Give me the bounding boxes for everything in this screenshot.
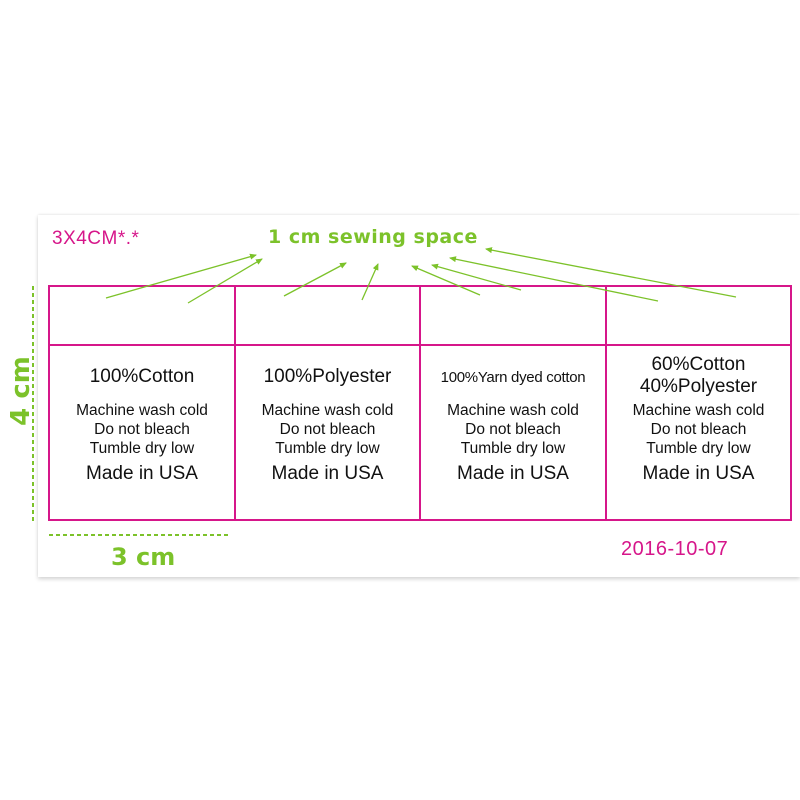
label-card: 100%Yarn dyed cotton Machine wash cold D… (420, 368, 606, 485)
care-instruction: Tumble dry low (460, 440, 566, 457)
care-instruction: Tumble dry low (275, 440, 380, 457)
date-stamp: 2016-10-07 (621, 538, 729, 560)
size-tag: 3X4CM*.* (52, 228, 140, 249)
care-instruction: Machine wash cold (261, 402, 394, 419)
label-card: 100%Cotton Machine wash cold Do not blea… (49, 366, 235, 485)
sewing-arrow (449, 256, 659, 302)
width-dimension-label: 3 cm (111, 543, 176, 571)
sewing-space-arrows (105, 247, 737, 304)
label-card: 100%Polyester Machine wash cold Do not b… (235, 366, 420, 485)
origin-text: Made in USA (642, 463, 755, 484)
sewing-arrow (105, 253, 257, 299)
sewing-arrow (411, 265, 481, 296)
material-text: 100%Cotton (89, 366, 195, 387)
sewing-arrow (283, 262, 347, 297)
care-instruction: Machine wash cold (447, 402, 579, 419)
sewing-arrow (187, 258, 263, 304)
care-instruction: Do not bleach (279, 421, 376, 438)
care-instruction: Do not bleach (94, 421, 190, 438)
material-text: 40%Polyester (639, 376, 758, 397)
care-instruction: Machine wash cold (76, 402, 208, 419)
sewing-arrow (361, 263, 379, 301)
origin-text: Made in USA (271, 463, 384, 484)
sewing-space-annotation: 1 cm sewing space (268, 226, 478, 248)
label-card: 60%Cotton 40%Polyester Machine wash cold… (606, 354, 791, 485)
care-instruction: Machine wash cold (632, 402, 765, 419)
care-instruction: Do not bleach (465, 421, 561, 438)
origin-text: Made in USA (86, 463, 198, 484)
material-text: 60%Cotton (651, 354, 746, 375)
care-instruction: Tumble dry low (89, 440, 195, 457)
material-text: 100%Yarn dyed cotton (440, 369, 586, 386)
care-instruction: Do not bleach (650, 421, 747, 438)
care-instruction: Tumble dry low (646, 440, 751, 457)
sewing-arrow (485, 247, 737, 298)
origin-text: Made in USA (457, 463, 569, 484)
material-text: 100%Polyester (263, 366, 392, 387)
sewing-arrow (431, 263, 522, 291)
